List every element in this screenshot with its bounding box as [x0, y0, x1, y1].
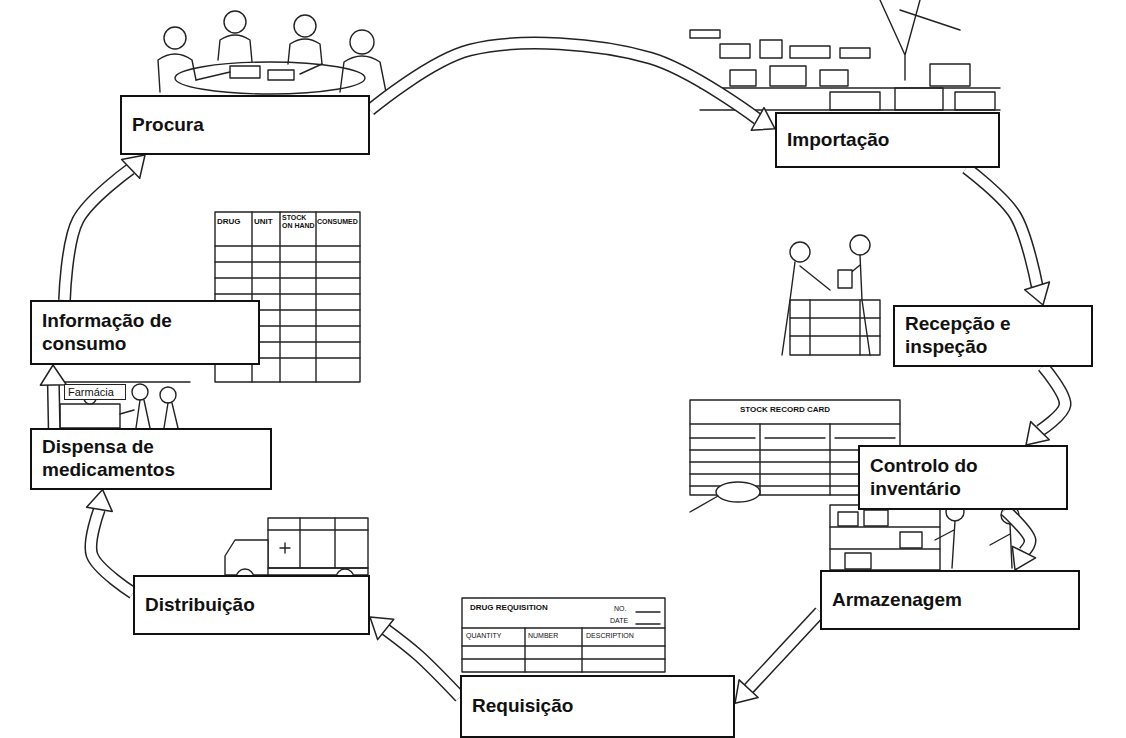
form-heading: QUANTITY: [466, 632, 522, 640]
form-heading: DATE: [610, 617, 635, 625]
cycle-arrow: [370, 43, 775, 130]
form-heading: UNIT: [254, 218, 279, 227]
form-heading: CONSUMED: [317, 218, 359, 226]
arrow-outline: [47, 385, 61, 428]
stage-box: Distribuição: [133, 575, 370, 635]
form-heading: STOCK ON HAND: [282, 214, 315, 229]
stage-box: Informação de consumo: [30, 300, 260, 365]
stage-label: Recepção e inspeção: [905, 313, 1081, 359]
cycle-arrow: [1026, 367, 1065, 445]
arrow-head: [751, 108, 775, 131]
arrow-outline: [370, 43, 758, 119]
stage-label: Armazenagem: [832, 589, 1068, 612]
arrow-body: [749, 612, 820, 689]
stage-box: Importação: [775, 112, 1000, 168]
stage-label: Requisição: [472, 695, 723, 718]
port-illustration: [690, 0, 1000, 110]
form-heading: NUMBER: [528, 632, 580, 640]
cycle-arrow: [40, 365, 66, 428]
stage-label: Informação de consumo: [42, 310, 248, 356]
arrow-head: [1025, 282, 1050, 305]
stage-box: Dispensa de medicamentos: [30, 428, 272, 490]
arrow-head: [87, 490, 113, 512]
stage-label: Procura: [132, 114, 358, 137]
cycle-arrow: [966, 168, 1049, 305]
stage-box: Recepção e inspeção: [893, 305, 1093, 367]
form-heading: DRUG REQUISITION: [470, 604, 580, 613]
pharmacy-sign: Farmácia: [64, 384, 126, 400]
form-heading: STOCK RECORD CARD: [740, 406, 870, 415]
meeting-illustration: [158, 11, 386, 94]
arrow-body: [966, 168, 1037, 286]
arrow-body: [1005, 510, 1030, 552]
cycle-arrow: [370, 617, 460, 697]
stage-box: Controlo do inventário: [858, 445, 1068, 510]
stage-box: Requisição: [460, 675, 735, 738]
form-heading: NO.: [614, 605, 634, 613]
stage-box: Procura: [120, 95, 370, 155]
stage-label: Dispensa de medicamentos: [42, 436, 260, 482]
arrow-body: [65, 169, 131, 300]
arrow-outline: [65, 169, 131, 300]
stage-label: Controlo do inventário: [870, 455, 1056, 501]
arrow-body: [1040, 367, 1065, 431]
arrow-head: [735, 680, 758, 703]
arrow-body: [386, 629, 460, 697]
arrow-outline: [1005, 510, 1030, 552]
arrow-head: [122, 155, 145, 178]
arrow-body: [370, 43, 758, 119]
arrow-outline: [966, 168, 1037, 286]
form-heading: DRUG: [217, 218, 251, 227]
cycle-arrow: [87, 490, 133, 593]
arrow-head: [40, 365, 66, 385]
cycle-arrow: [735, 612, 820, 703]
arrow-head: [1012, 546, 1035, 570]
cycle-arrow: [65, 155, 146, 300]
stage-label: Importação: [787, 129, 988, 152]
stage-label: Distribuição: [145, 594, 358, 617]
arrow-outline: [749, 612, 820, 689]
arrow-head: [370, 617, 394, 640]
stage-box: Armazenagem: [820, 570, 1080, 630]
arrow-outline: [386, 629, 460, 697]
inspection-illustration: [782, 235, 880, 355]
cycle-arrow: [1005, 510, 1036, 570]
pharmacy-illustration: [60, 382, 190, 428]
arrow-outline: [1040, 367, 1065, 431]
storage-illustration: [830, 503, 1019, 570]
requisition-form: [462, 598, 665, 672]
arrow-outline: [91, 509, 133, 593]
arrow-body: [48, 385, 59, 428]
arrow-body: [91, 509, 133, 593]
arrow-head: [1026, 422, 1049, 445]
form-heading: DESCRIPTION: [586, 632, 662, 640]
